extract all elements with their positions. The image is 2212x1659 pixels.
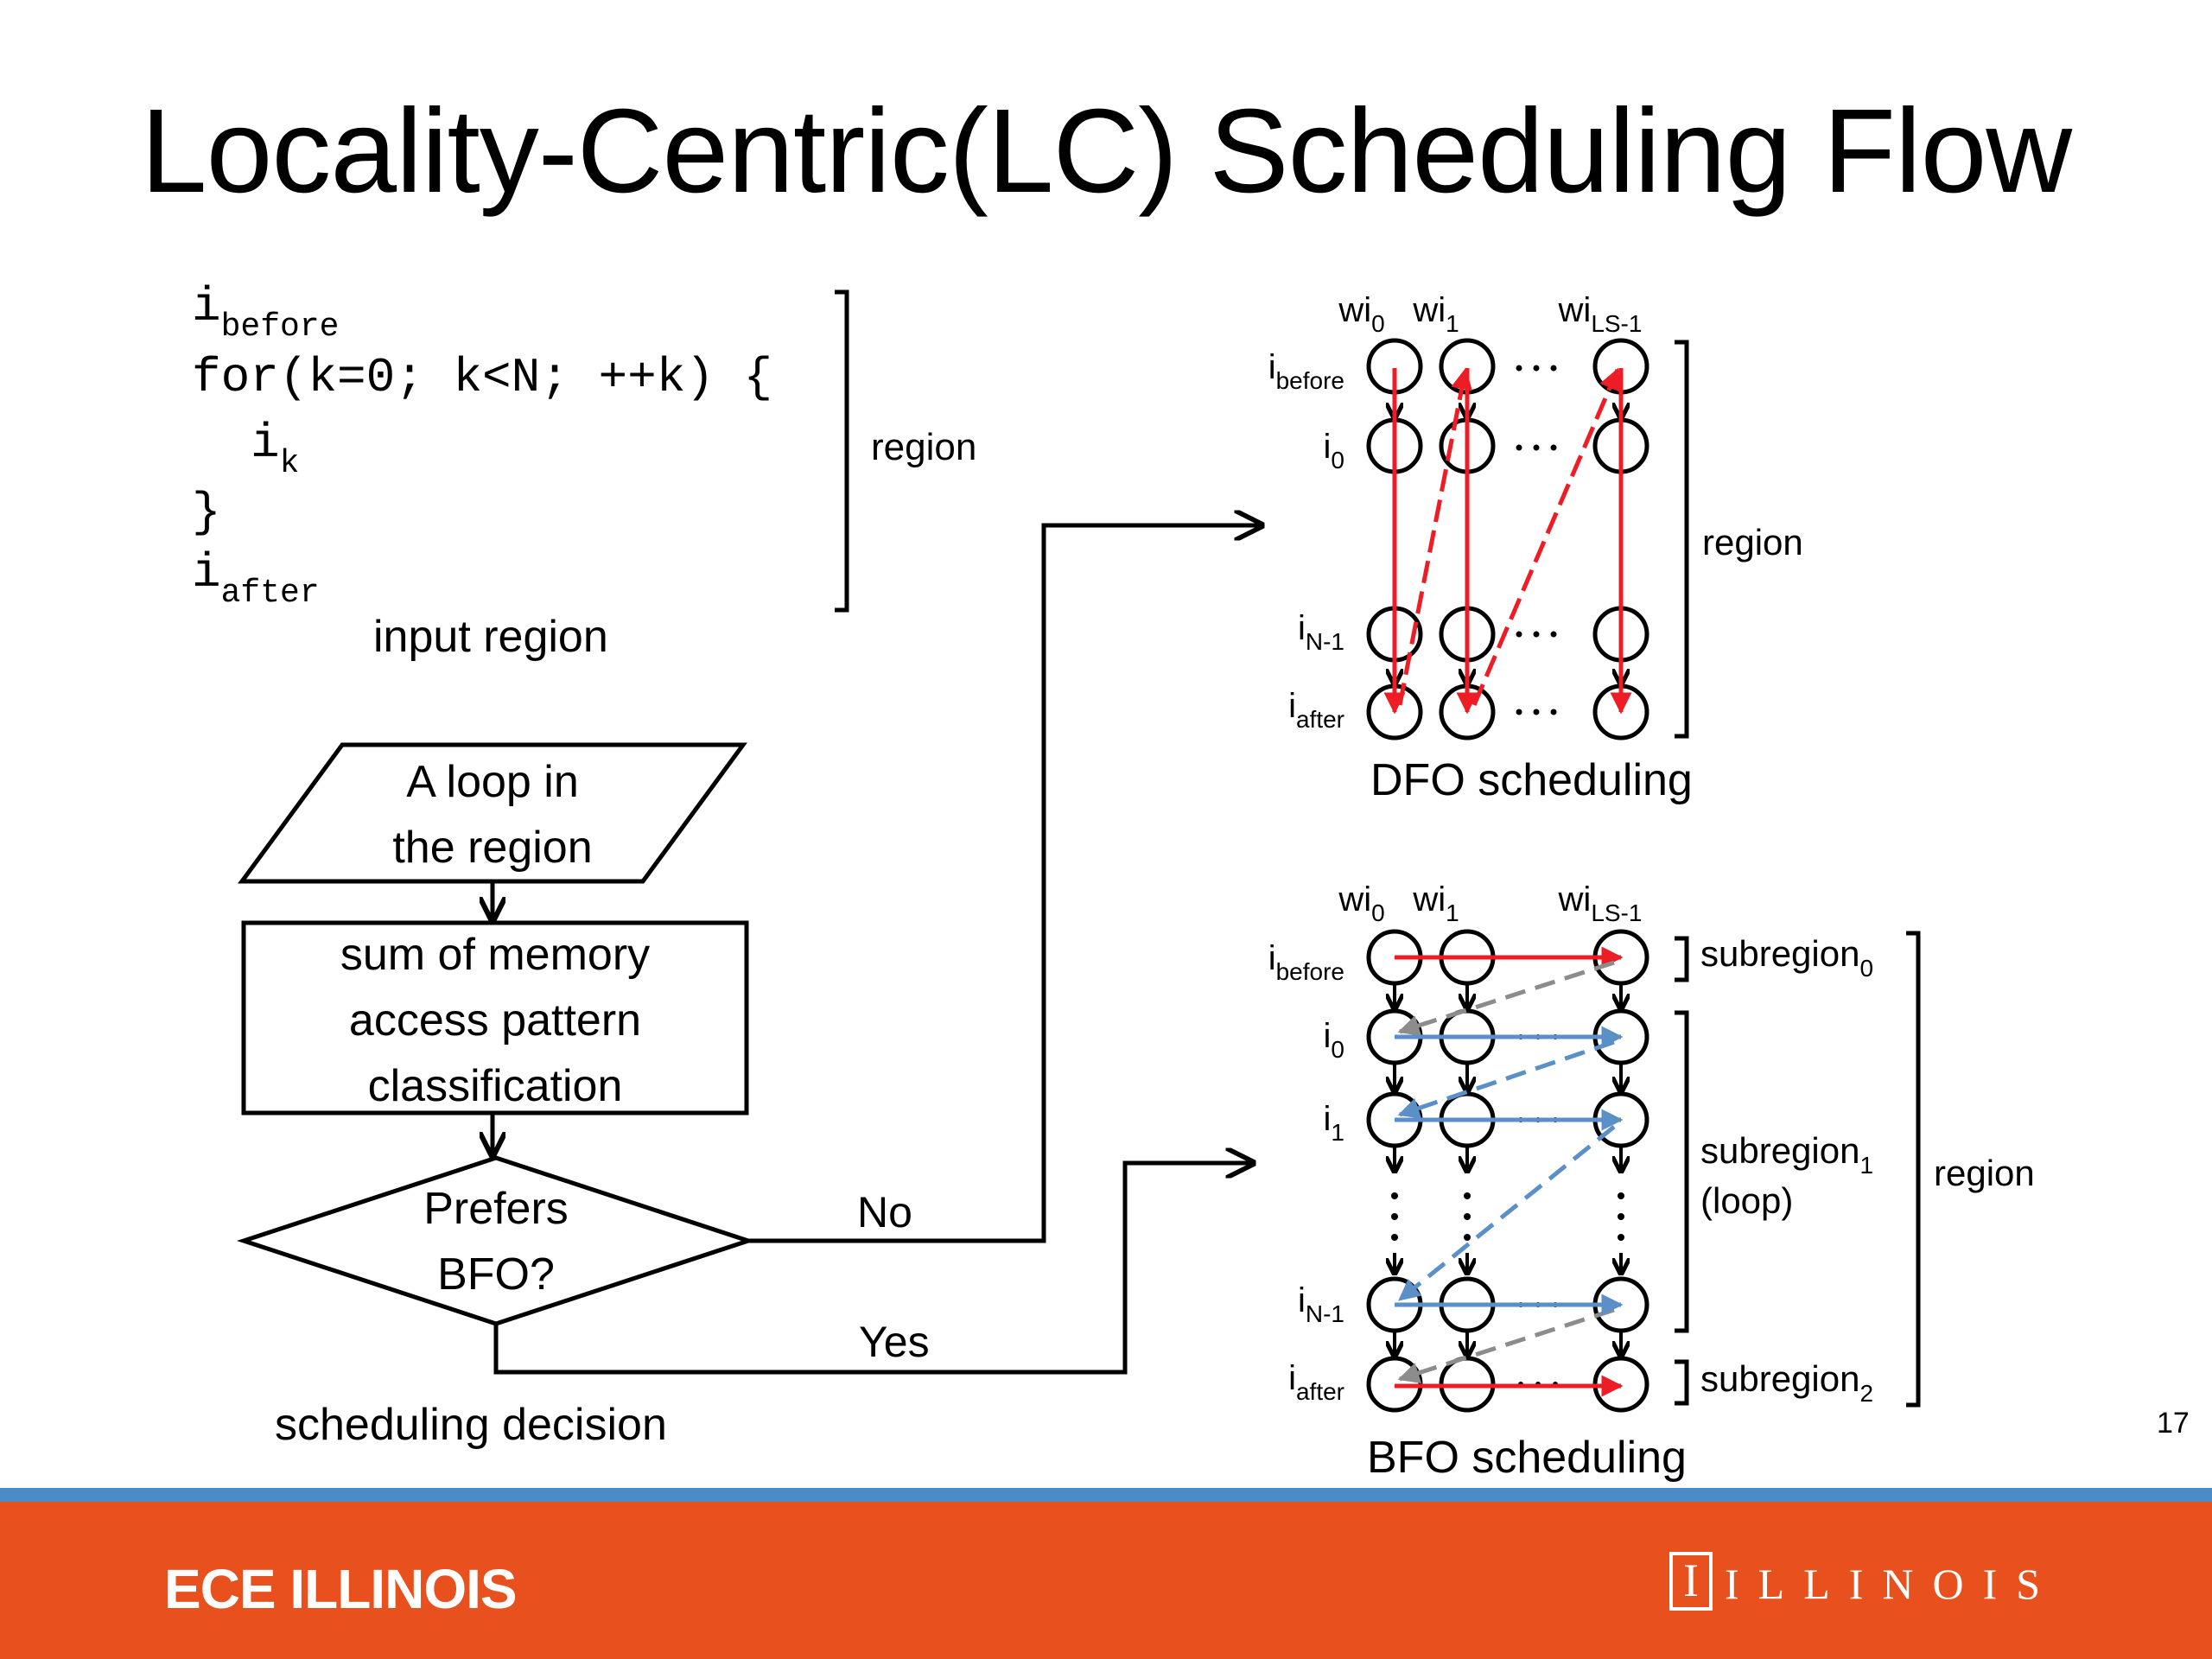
- dfo-red-path: [1383, 367, 1632, 715]
- dfo-region-label: region: [1702, 522, 1803, 563]
- classification-process-box: [241, 920, 749, 1116]
- code-line-close: }: [192, 485, 221, 540]
- process-line1: sum of memory: [340, 930, 650, 980]
- dfo-row-label-after: iafter: [1288, 687, 1344, 733]
- code-line-before: ibefore: [192, 279, 339, 346]
- decision-line1: Prefers: [423, 1184, 569, 1234]
- illinois-block-i-icon: I: [1669, 1552, 1713, 1611]
- bfo-region-label: region: [1934, 1153, 2035, 1193]
- input-region-bracket: [835, 289, 849, 613]
- loop-parallelogram: [238, 742, 747, 884]
- input-code-block: ibefore for(k=0; k<N; ++k) { ik } iafter: [192, 279, 772, 612]
- subregion2-bracket: [1675, 1359, 1689, 1406]
- dfo-region-bracket: [1675, 340, 1689, 739]
- footer-ece-illinois: ECE ILLINOIS: [164, 1558, 518, 1620]
- slide-title: Locality-Centric(LC) Scheduling Flow: [140, 85, 2072, 218]
- bfo-gray-jump-to-loop: [1397, 960, 1615, 1036]
- dfo-row-label-n1: iN-1: [1298, 609, 1344, 655]
- dfo-col-label-wils1: wiLS-1: [1558, 291, 1643, 337]
- process-line3: classification: [368, 1061, 623, 1111]
- bfo-col-label-wils1: wiLS-1: [1558, 880, 1643, 926]
- bfo-caption: BFO scheduling: [1367, 1433, 1687, 1483]
- bfo-row-label-n1: iN-1: [1298, 1281, 1344, 1327]
- dfo-row-label-0: i0: [1324, 428, 1344, 474]
- subregion1-note: (loop): [1700, 1180, 1793, 1221]
- bfo-blue-jump-1: [1398, 1125, 1616, 1301]
- bfo-gray-jump-to-after: [1397, 1307, 1615, 1383]
- dfo-ellipses: [1516, 365, 1557, 715]
- subregion1-label: subregion1: [1700, 1130, 1873, 1179]
- illinois-wordmark: ILLINOIS: [1725, 1560, 2060, 1608]
- subregion1-bracket: [1675, 1010, 1689, 1333]
- bfo-nodes: [1366, 929, 1649, 1413]
- code-line-body: ik: [251, 416, 299, 482]
- bfo-vertical-dots: [1391, 1192, 1624, 1274]
- input-region-caption: input region: [373, 612, 608, 662]
- footer-stripe: [0, 1488, 2212, 1502]
- yes-branch-label: Yes: [859, 1318, 930, 1366]
- process-line2: access pattern: [349, 995, 641, 1046]
- subregion2-label: subregion2: [1700, 1358, 1873, 1407]
- loop-parallelogram-line2: the region: [392, 823, 592, 873]
- bfo-row-label-after: iafter: [1288, 1359, 1344, 1405]
- illinois-logo: I ILLINOIS: [1669, 1552, 2067, 1616]
- dfo-col-label-wi1: wi1: [1412, 291, 1459, 337]
- bfo-col-label-wi1: wi1: [1412, 880, 1459, 926]
- no-branch-label: No: [857, 1188, 912, 1236]
- subregion0-bracket: [1675, 936, 1689, 982]
- subregion0-label: subregion0: [1700, 933, 1873, 982]
- dfo-col-label-wi0: wi0: [1338, 291, 1384, 337]
- dfo-red-jump-1: [1471, 367, 1620, 706]
- bfo-region-bracket: [1906, 931, 1921, 1408]
- no-branch-arrow: [748, 525, 1262, 1243]
- decision-line2: BFO?: [437, 1249, 555, 1300]
- bfo-blue-jump-0: [1397, 1039, 1615, 1119]
- bfo-row-label-1: i1: [1324, 1100, 1344, 1146]
- bfo-vertical-arrows: [1395, 983, 1621, 1357]
- scheduling-decision-caption: scheduling decision: [275, 1400, 667, 1450]
- bfo-row-label-0: i0: [1324, 1017, 1344, 1063]
- input-region-bracket-label: region: [871, 426, 976, 468]
- dfo-row-label-before: ibefore: [1268, 348, 1344, 394]
- bfo-grid: wi0 wi1 wiLS-1 ibefore i0 i1 iN-1 iafter: [1268, 880, 2035, 1483]
- bfo-col-label-wi0: wi0: [1338, 880, 1384, 926]
- code-line-for: for(k=0; k<N; ++k) {: [192, 350, 772, 405]
- dfo-red-jump-0: [1397, 367, 1472, 706]
- loop-parallelogram-line1: A loop in: [406, 757, 579, 807]
- code-line-after: iafter: [192, 545, 320, 612]
- footer-bar: ECE ILLINOIS I ILLINOIS: [0, 1502, 2212, 1659]
- page-number: 17: [2157, 1407, 2190, 1440]
- dfo-grid: wi0 wi1 wiLS-1 ibefore i0 iN-1 iafter: [1268, 291, 1803, 805]
- bfo-row-label-before: ibefore: [1268, 939, 1344, 985]
- yes-branch-arrow: [493, 1163, 1253, 1375]
- dfo-caption: DFO scheduling: [1370, 755, 1693, 805]
